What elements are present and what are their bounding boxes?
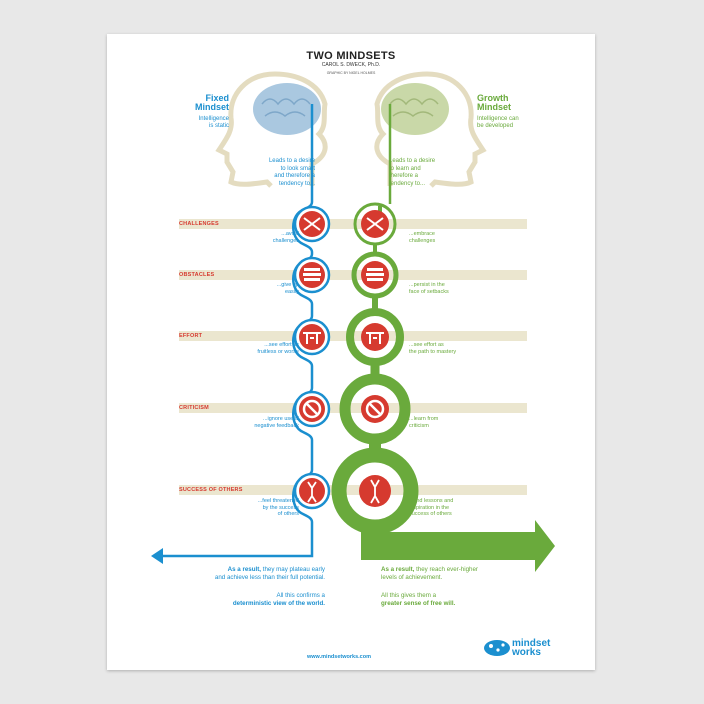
growth-brain bbox=[381, 83, 449, 135]
row-label-challenges: CHALLENGES bbox=[179, 221, 219, 227]
row-label-criticism: CRITICISM bbox=[179, 405, 209, 411]
row-label-effort: EFFORT bbox=[179, 333, 203, 339]
poster-title: TWO MINDSETS bbox=[306, 50, 396, 62]
website-link[interactable]: www.mindsetworks.com bbox=[307, 654, 371, 660]
diagram-artwork bbox=[151, 71, 555, 656]
fixed-head-outline bbox=[215, 71, 328, 188]
fixed-result-text: As a result, they may plateau early and … bbox=[214, 566, 325, 581]
fixed-brain bbox=[253, 83, 321, 135]
growth-head-outline bbox=[374, 71, 487, 188]
row-label-obstacles: OBSTACLES bbox=[179, 272, 215, 278]
growth-conclusion-text: All this gives them a greater sense of f… bbox=[381, 592, 456, 607]
fixed-conclusion-text: All this confirms a deterministic view o… bbox=[232, 592, 325, 607]
row-label-success-of-others: SUCCESS OF OTHERS bbox=[179, 487, 243, 493]
weightlifter-icon bbox=[303, 332, 384, 344]
poster-author: CAROL S. DWECK, Ph.D. bbox=[321, 62, 381, 68]
growth-result-text: As a result, they reach ever-higher leve… bbox=[381, 566, 478, 581]
arrows-collide-icon bbox=[303, 217, 384, 231]
no-sign-icon bbox=[302, 399, 385, 419]
brick-wall-icon bbox=[303, 268, 384, 281]
fixed-arrowhead bbox=[151, 548, 163, 564]
poster: TWO MINDSETS CAROL S. DWECK, Ph.D. GRAPH… bbox=[107, 34, 595, 670]
growth-big-arrow bbox=[361, 520, 555, 572]
mindset-works-logo-mark bbox=[484, 640, 510, 656]
winner-figure-icon bbox=[307, 479, 380, 504]
poster-credit: GRAPHIC BY NIGEL HOLMES bbox=[326, 71, 376, 75]
